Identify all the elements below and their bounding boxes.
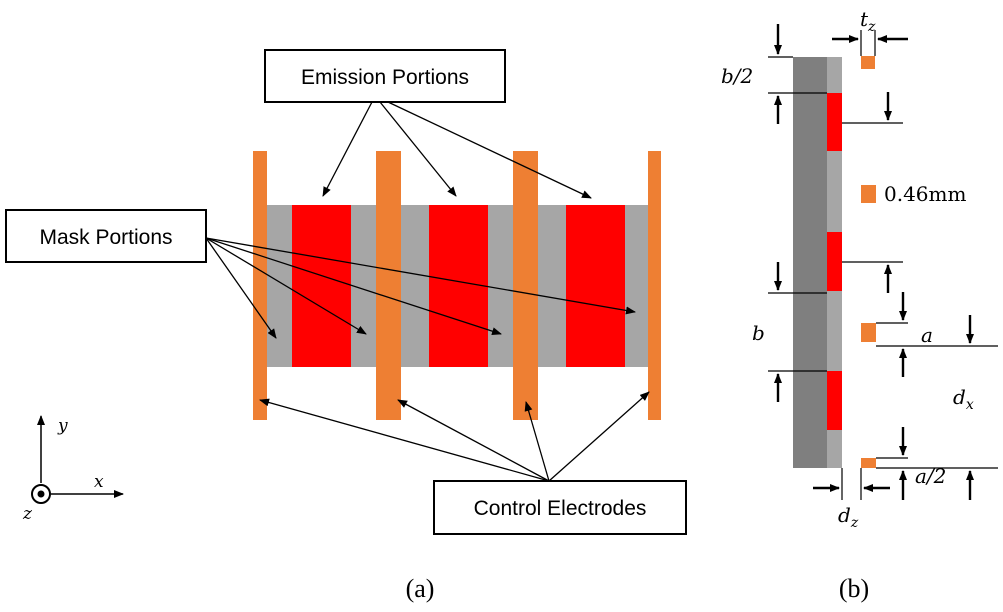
emission-label-box — [264, 49, 506, 103]
electrode-legend-swatch — [861, 185, 876, 203]
emission-strip-1 — [827, 93, 842, 151]
emission-portion-2 — [429, 205, 488, 367]
label-b-half: b/2 — [721, 64, 753, 88]
label-a-half: a/2 — [915, 464, 946, 488]
electrode-marker-mid — [861, 323, 876, 342]
x-axis-label: x — [94, 472, 104, 492]
label-dx: dx — [953, 385, 974, 413]
emission-strip-2 — [827, 232, 842, 291]
control-electrode-3 — [513, 151, 538, 420]
caption-a: (a) — [406, 574, 435, 603]
control-electrode-2 — [376, 151, 401, 420]
control-arrow-4 — [548, 391, 650, 482]
dimension-arrows — [774, 24, 974, 500]
control-label-box — [433, 480, 687, 535]
emission-arrow-3 — [387, 101, 592, 199]
control-arrow-2 — [397, 399, 550, 482]
z-axis-dot — [37, 490, 45, 498]
panel-a: Emission Portions Mask Portions Control … — [5, 49, 687, 603]
panel-b: tz b/2 0.46mm b a dx a/2 dz (b) — [721, 7, 998, 603]
mask-arrow-1 — [205, 237, 277, 339]
emission-portion-3 — [566, 205, 625, 367]
y-axis-label: y — [57, 416, 68, 436]
control-electrode-4 — [648, 151, 661, 420]
emission-portion-1 — [292, 205, 351, 367]
electrode-marker-top — [861, 56, 875, 69]
emission-label: Emission Portions — [301, 66, 469, 89]
coordinate-axes: y x z — [22, 415, 124, 524]
electrode-marker-bottom — [861, 458, 876, 468]
mask-arrow-2 — [205, 237, 367, 335]
control-electrode-1 — [253, 151, 267, 420]
mask-arrow-4 — [205, 237, 636, 315]
label-size: 0.46mm — [884, 182, 966, 206]
control-arrow-1 — [259, 398, 550, 482]
label-a: a — [921, 323, 933, 347]
mask-label: Mask Portions — [39, 226, 172, 249]
substrate-column — [793, 57, 827, 468]
emission-arrow-1 — [322, 101, 373, 197]
control-arrow-3 — [524, 401, 550, 482]
mask-arrow-3 — [205, 237, 502, 336]
label-dz: dz — [838, 503, 859, 531]
emission-arrow-2 — [379, 101, 457, 197]
control-label: Control Electrodes — [474, 497, 647, 520]
emission-strip-3 — [827, 371, 842, 430]
caption-b: (b) — [839, 574, 869, 603]
label-tz: tz — [860, 7, 876, 35]
z-axis-label: z — [22, 504, 33, 524]
mask-label-box — [5, 209, 207, 263]
label-b: b — [752, 321, 765, 345]
